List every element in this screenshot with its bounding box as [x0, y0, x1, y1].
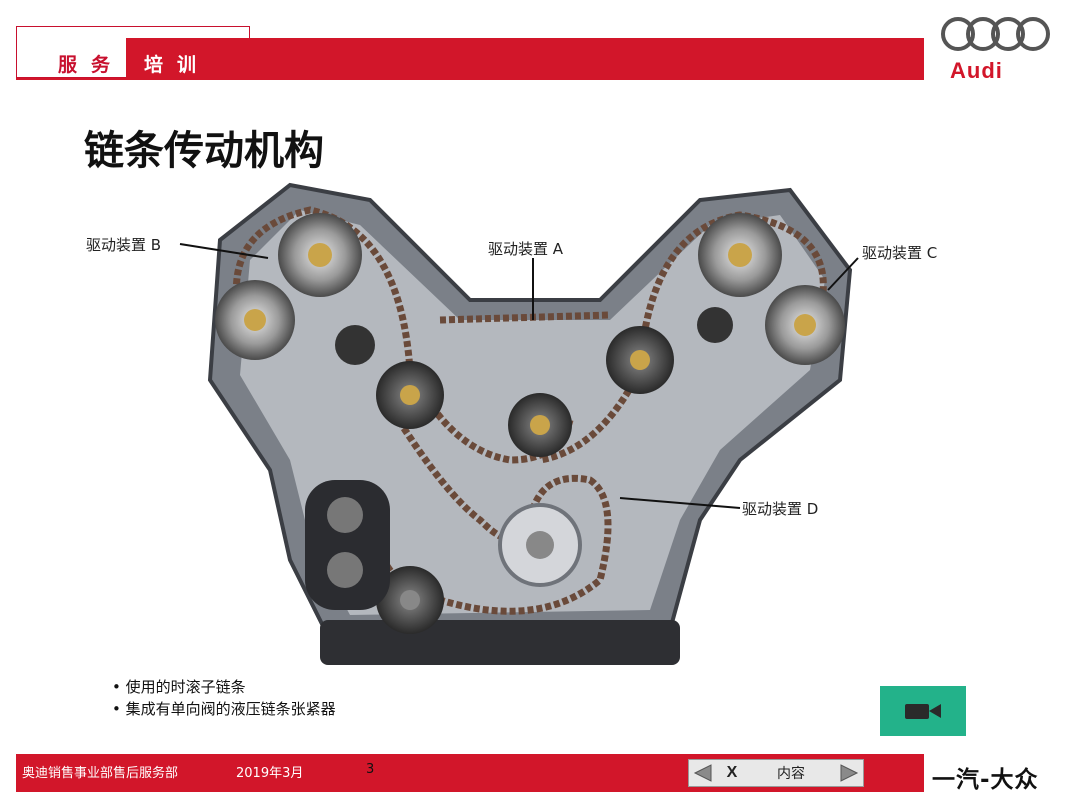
footer-date: 2019年3月: [236, 766, 304, 781]
faw-vw-brand: 一汽-大众: [932, 767, 1039, 793]
callout-drive-b: 驱动装置 B: [86, 236, 162, 254]
header-label-highlight: [126, 38, 250, 78]
previous-slide-button[interactable]: [689, 760, 717, 786]
video-play-button[interactable]: [880, 686, 966, 736]
footer-department: 奥迪销售事业部售后服务部: [22, 766, 179, 781]
bullet-item: 使用的时滚子链条: [112, 676, 336, 698]
contents-button[interactable]: 内容: [777, 766, 805, 782]
triangle-right-icon: [840, 764, 859, 782]
page-title: 链条传动机构: [84, 128, 324, 174]
exit-button[interactable]: X: [726, 764, 738, 781]
bullet-item: 集成有单向阀的液压链条张紧器: [112, 698, 336, 720]
callout-drive-d: 驱动装置 D: [742, 500, 819, 518]
bullet-list: 使用的时滚子链条 集成有单向阀的液压链条张紧器: [112, 676, 336, 720]
footer-page-number: 3: [366, 762, 375, 777]
audi-logo-text: Audi: [950, 58, 1003, 83]
header-label-service: 服务: [58, 54, 125, 76]
audi-rings-logo-icon: [941, 17, 1050, 51]
next-slide-button[interactable]: [835, 760, 863, 786]
callout-drive-a: 驱动装置 A: [488, 240, 564, 258]
engine-chain-drive-illustration: [207, 182, 853, 665]
video-camera-icon: [905, 704, 941, 719]
triangle-left-icon: [693, 764, 712, 782]
header-label-training: 培训: [144, 54, 211, 76]
callout-drive-c: 驱动装置 C: [862, 244, 938, 262]
slide-navigation: X 内容: [688, 759, 864, 787]
